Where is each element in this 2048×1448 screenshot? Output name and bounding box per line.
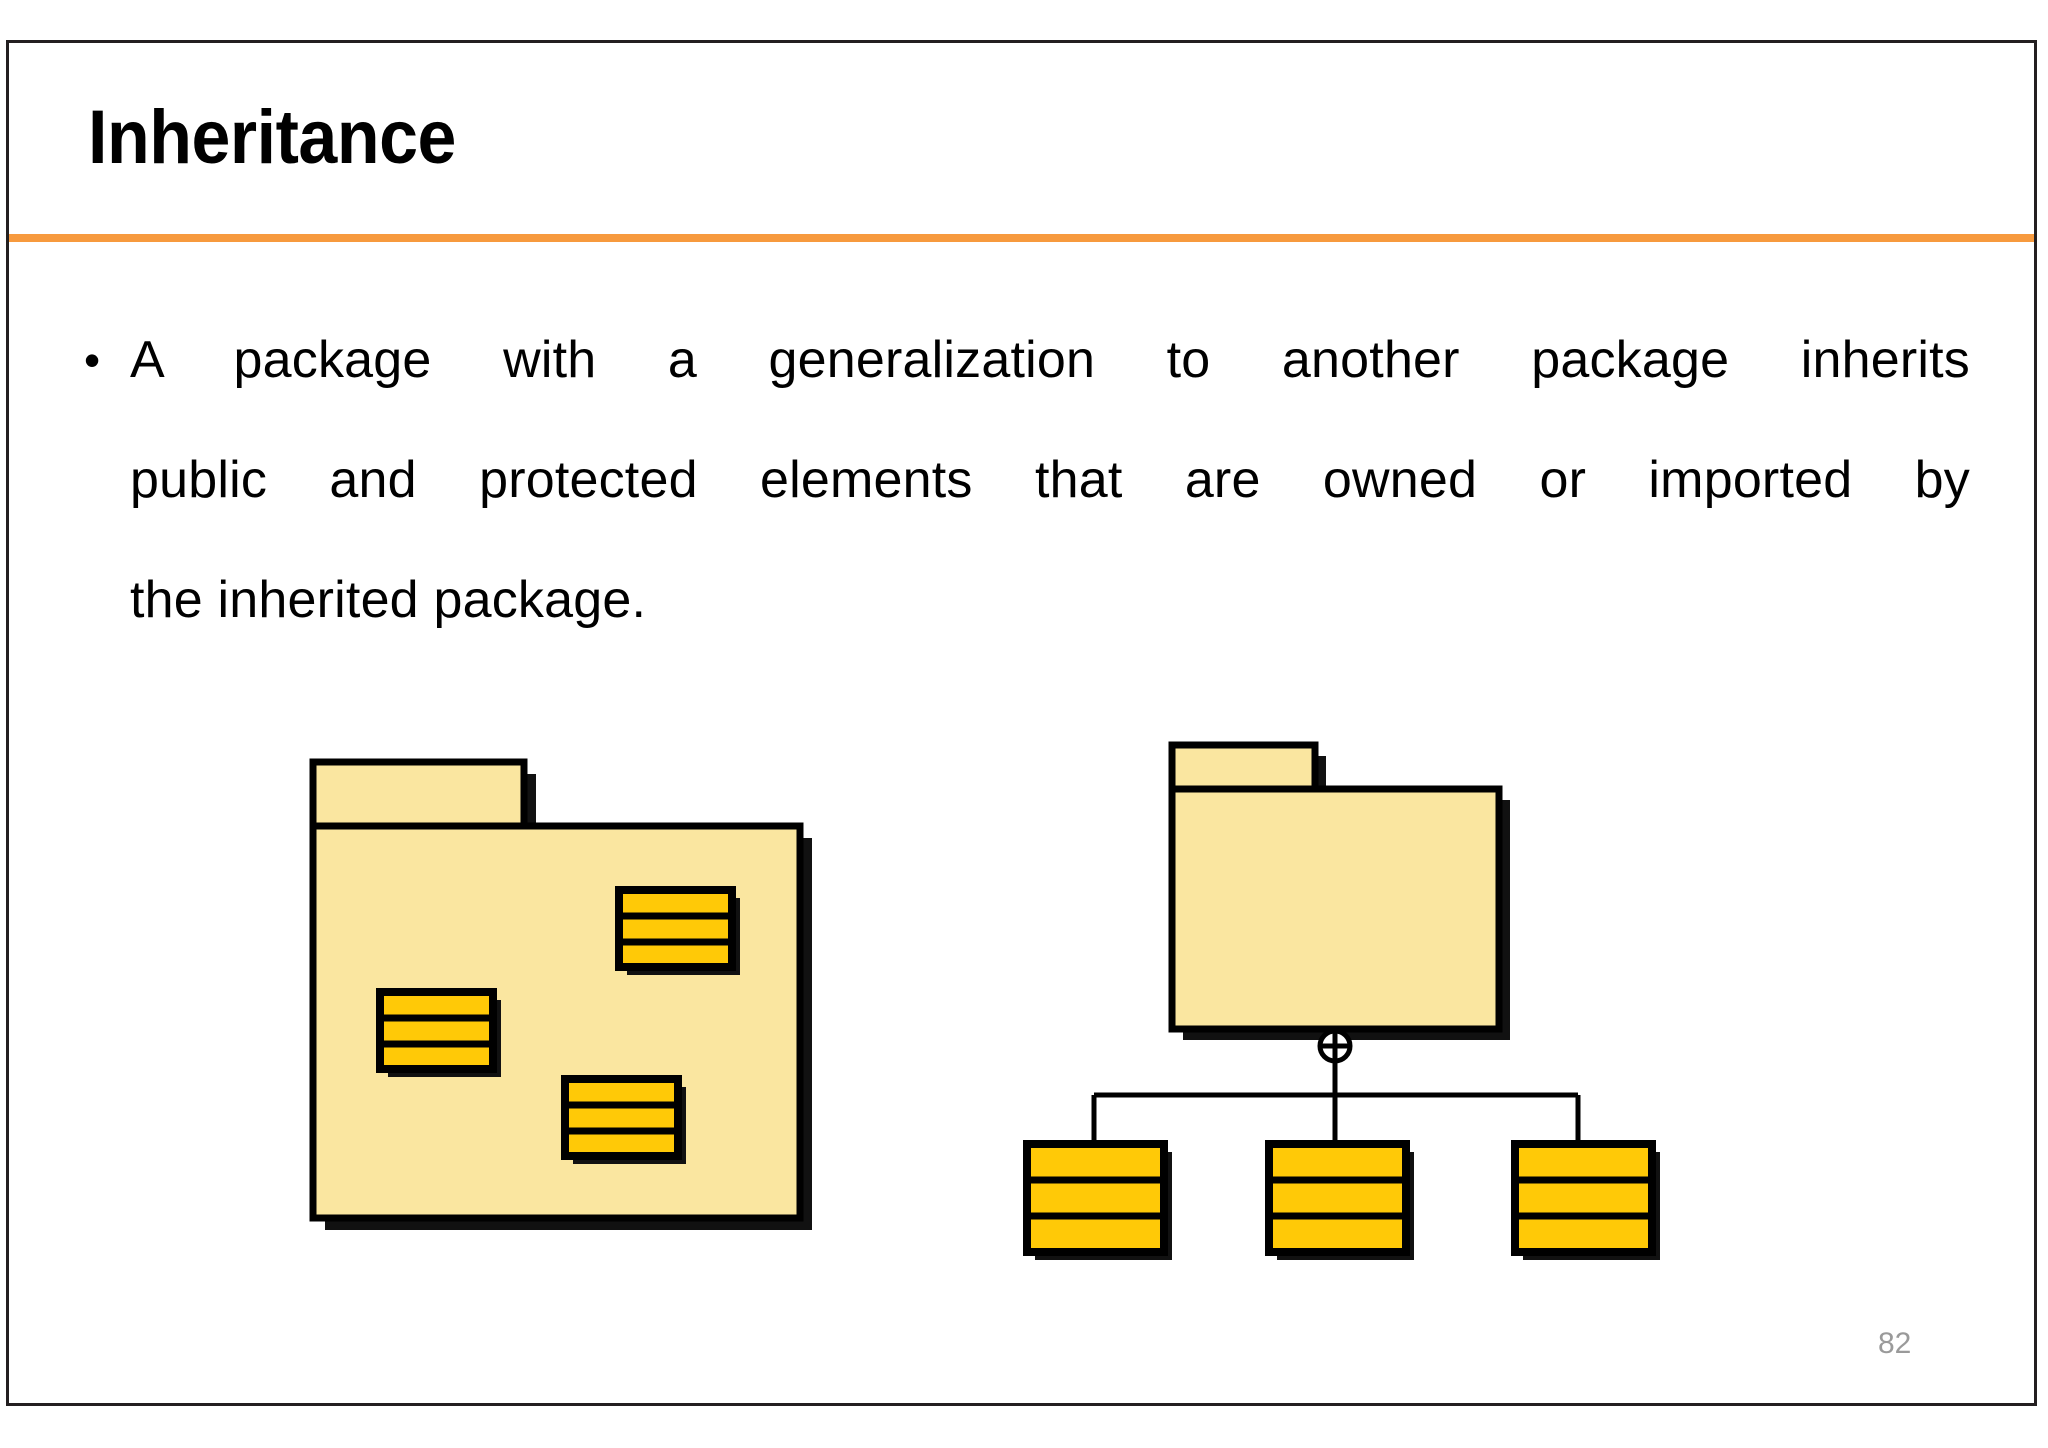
circle-plus-outline <box>1317 1028 1353 1064</box>
body-bullet-list: • A package with a generalization to ano… <box>80 300 1970 660</box>
child-class-box-left <box>1023 1140 1172 1260</box>
class-box-frame <box>1265 1140 1410 1256</box>
page-number: 82 <box>1878 1327 1912 1360</box>
title-divider-rule <box>9 234 2034 242</box>
class-box-shadow <box>627 898 740 975</box>
class-box-top-right <box>615 886 740 975</box>
child-class-box-right <box>1511 1140 1660 1260</box>
class-box-bottom-center <box>561 1075 686 1164</box>
class-box-shadow <box>573 1087 686 1164</box>
child-class-box-center <box>1265 1140 1414 1260</box>
slide-border <box>6 40 2037 1406</box>
class-box-shadow <box>1277 1152 1414 1260</box>
class-box-frame <box>1023 1140 1168 1256</box>
bullet-marker: • <box>84 334 101 386</box>
list-item: • A package with a generalization to ano… <box>80 300 1970 660</box>
class-box-frame <box>376 988 497 1073</box>
bullet-line-3: the inherited package. <box>130 571 647 629</box>
class-box-middle-left <box>376 988 501 1077</box>
bullet-line-2: public and protected elements that are o… <box>130 451 1970 509</box>
left-package-group <box>309 758 812 1230</box>
class-box-frame <box>615 886 736 971</box>
bullet-paragraph: A package with a generalization to anoth… <box>130 300 1970 660</box>
page-title: Inheritance <box>88 95 456 180</box>
left-package-tab <box>309 758 528 832</box>
circle-plus-icon <box>1317 1027 1353 1064</box>
class-box-frame <box>1511 1140 1656 1256</box>
bullet-line-1: A package with a generalization to anoth… <box>130 331 1970 389</box>
right-package-body <box>1168 785 1503 1033</box>
class-box-frame <box>561 1075 682 1160</box>
class-box-shadow <box>1035 1152 1172 1260</box>
left-package-body <box>309 822 804 1222</box>
right-package-group <box>1023 741 1660 1260</box>
right-package-tab <box>1168 741 1319 795</box>
right-package-shadow <box>1183 756 1510 1040</box>
class-box-shadow <box>388 1000 501 1077</box>
left-package-shadow <box>325 774 812 1230</box>
class-box-shadow <box>1523 1152 1660 1260</box>
